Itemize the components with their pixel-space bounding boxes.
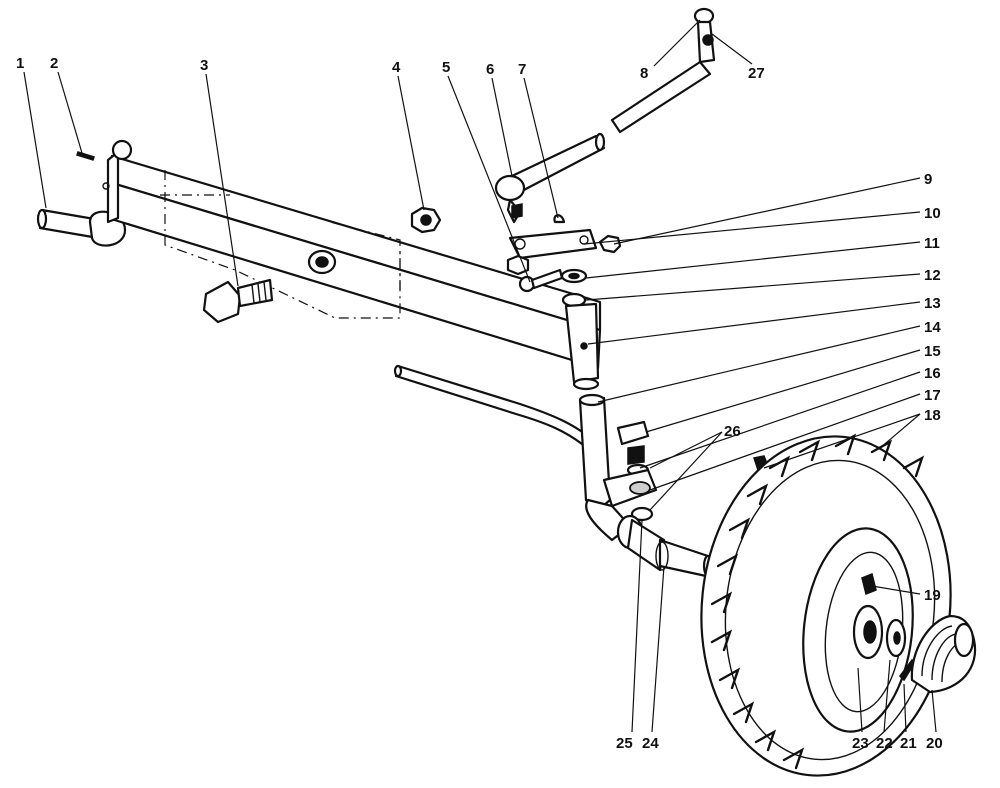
spindle-arm [602, 468, 658, 522]
callout-12: 12 [924, 267, 941, 284]
hub-washer [885, 618, 907, 658]
callout-6: 6 [486, 61, 494, 78]
tie-rod [510, 60, 712, 194]
callout-13: 13 [924, 295, 941, 312]
callout-9: 9 [924, 171, 932, 188]
callout-4: 4 [392, 59, 401, 76]
tire-tread [710, 433, 925, 770]
callout-24: 24 [642, 735, 659, 752]
callout-16: 16 [924, 365, 941, 382]
callout-22: 22 [876, 735, 893, 752]
spindle-washers [560, 268, 588, 308]
upper-tie-rod-end [693, 7, 716, 64]
callout-19: 19 [924, 587, 941, 604]
arm-bolt [518, 268, 564, 293]
callout-1: 1 [16, 55, 24, 72]
steering-arm [508, 228, 598, 260]
center-bracket-outline [160, 170, 401, 319]
pivot-bolt [202, 278, 274, 324]
callout-2: 2 [50, 55, 58, 72]
callout-27: 27 [748, 65, 765, 82]
cotter-key [553, 214, 566, 224]
callout-11: 11 [924, 235, 940, 252]
callout-20: 20 [926, 735, 943, 752]
wheel-hub [852, 604, 884, 660]
callout-26: 26 [724, 423, 741, 440]
callout-18: 18 [924, 407, 941, 424]
arm-lower-nut [506, 254, 530, 276]
parts-artwork [36, 7, 977, 777]
callout-10: 10 [924, 205, 941, 222]
arm-nut [598, 234, 622, 254]
leader-lines [23, 19, 937, 733]
callout-5: 5 [442, 59, 450, 76]
callout-7: 7 [518, 61, 526, 78]
callout-labels: 1 2 3 4 5 6 7 8 27 9 10 11 12 13 14 15 1… [16, 55, 943, 752]
spindle-housing [564, 302, 600, 391]
callout-14: 14 [924, 319, 941, 336]
drag-link [393, 364, 590, 446]
callout-3: 3 [200, 57, 208, 74]
ball-joint [494, 174, 526, 224]
lock-nut [410, 206, 442, 234]
wheel-axle-shaft [616, 514, 714, 578]
callout-25: 25 [616, 735, 633, 752]
hub-cap [910, 614, 977, 694]
callout-21: 21 [900, 735, 917, 752]
cotter-pin [76, 151, 95, 161]
callout-17: 17 [924, 387, 941, 404]
callout-8: 8 [640, 65, 648, 82]
callout-23: 23 [852, 735, 869, 752]
callout-15: 15 [924, 343, 941, 360]
